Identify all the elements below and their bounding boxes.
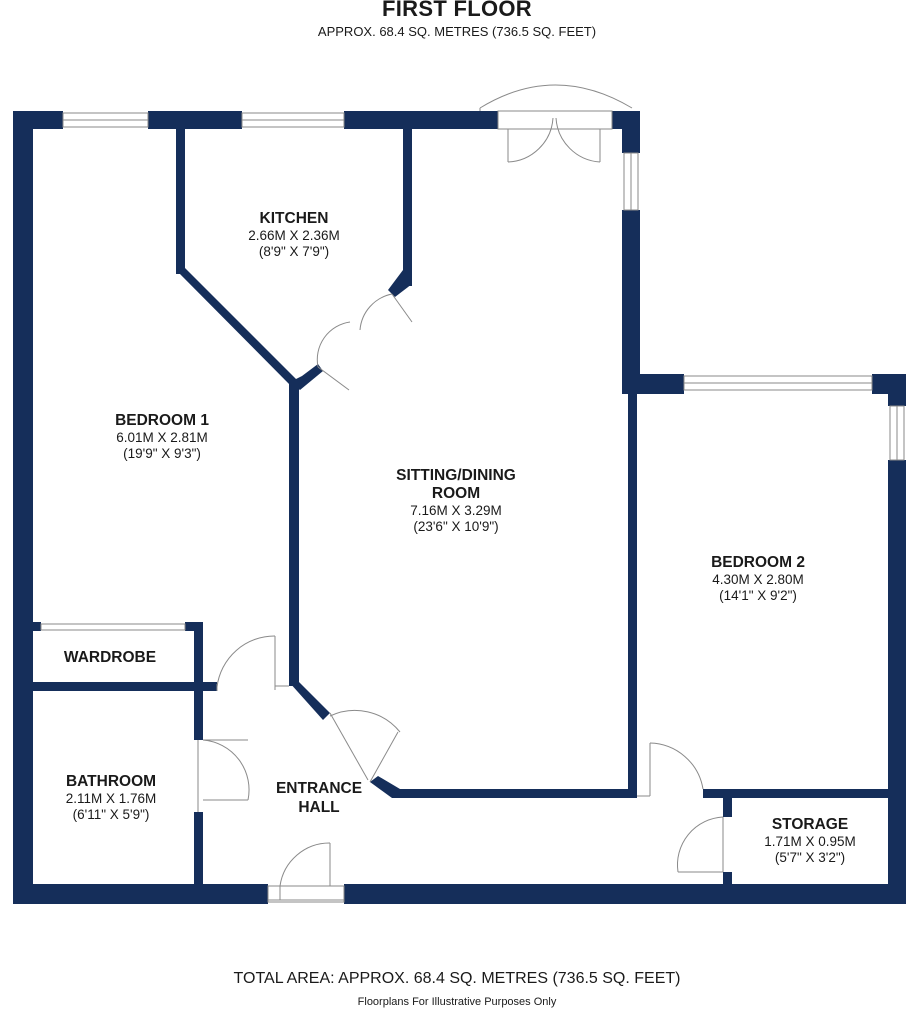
bedroom1-label: BEDROOM 1 [115,412,209,429]
sitting-dimensions-imperial: (23'6" X 10'9") [413,519,498,534]
kitchen-dimensions-imperial: (8'9" X 7'9") [259,244,329,259]
wall-hall-stub [703,789,713,798]
wall-hall-stub-left [203,682,217,691]
wall-top-mid-1 [148,111,242,129]
wall-bottom-right [344,884,906,904]
doors [197,110,724,903]
total-area: TOTAL AREA: APPROX. 68.4 SQ. METRES (736… [233,970,681,987]
wall-storage-left-upper [723,789,732,817]
wall-kitchen-left [176,126,185,274]
sitting-label-line2: ROOM [432,485,480,502]
wardrobe-label: WARDROBE [64,649,156,666]
wall-top-mid-2 [344,111,498,129]
wall-kitchen-diagonal-right [388,270,412,297]
bathroom-dimensions-metric: 2.11M X 1.76M [66,791,157,806]
wall-bathroom-right-lower [194,812,203,892]
disclaimer: Floorplans For Illustrative Purposes Onl… [357,996,557,1008]
storage-dimensions-imperial: (5'7" X 3'2") [775,850,845,865]
wall-storage-top [713,789,906,798]
wall-bed2-top-left [622,374,684,394]
sitting-dimensions-metric: 7.16M X 3.29M [410,503,502,518]
wall-bed2-left [628,392,637,796]
wall-bed1-sitting [289,382,299,686]
door-entrance [267,842,345,903]
bay-window [479,84,633,111]
floor-title: FIRST FLOOR [382,0,532,21]
wall-hall-diagonal-top [289,682,330,720]
bedroom2-label: BEDROOM 2 [711,554,805,571]
bathroom-label: BATHROOM [66,773,156,790]
wall-bed2-right-lower [888,460,906,904]
bedroom2-dimensions-metric: 4.30M X 2.80M [712,572,804,587]
wall-storage-left-lower [723,872,732,892]
walls [13,111,906,904]
wall-bed2-right-upper [888,374,906,406]
door-bedroom1 [216,635,289,691]
wall-sitting-bottom [400,789,637,798]
bedroom1-dimensions-imperial: (19'9" X 9'3") [123,446,201,461]
hall-label-line2: HALL [298,799,339,816]
storage-label: STORAGE [772,816,848,833]
wall-wardrobe-right [194,622,203,682]
wall-bathroom-right-upper [194,682,203,740]
hall-label-line1: ENTRANCE [276,780,362,797]
wall-kitchen-diagonal [176,268,300,388]
wall-right-upper [622,111,640,153]
floor-area-subtitle: APPROX. 68.4 SQ. METRES (736.5 SQ. FEET) [317,24,597,39]
door-french-balcony [497,110,613,163]
door-storage [676,816,724,873]
door-kitchen [316,293,413,391]
kitchen-label: KITCHEN [260,210,329,227]
door-sitting [329,709,401,783]
door-bedroom2 [637,742,704,797]
door-bathroom [197,739,250,812]
bathroom-dimensions-imperial: (6'11" X 5'9") [73,807,150,822]
room-labels: KITCHEN 2.66M X 2.36M (8'9" X 7'9") BEDR… [64,210,856,865]
wall-kitchen-right [403,126,412,286]
wall-left-outer [13,111,33,904]
wall-right-mid [622,210,640,376]
wall-bottom-left [13,884,268,904]
sitting-label-line1: SITTING/DINING [396,467,516,484]
bedroom1-dimensions-metric: 6.01M X 2.81M [116,430,208,445]
wall-hall-diagonal-bottom [370,776,400,798]
wall-wardrobe-bottom [33,682,203,691]
window-wardrobe-track [40,623,186,631]
windows [40,112,905,631]
storage-dimensions-metric: 1.71M X 0.95M [764,834,856,849]
bedroom2-dimensions-imperial: (14'1" X 9'2") [719,588,797,603]
wall-wardrobe-top [33,622,41,631]
kitchen-dimensions-metric: 2.66M X 2.36M [248,228,340,243]
